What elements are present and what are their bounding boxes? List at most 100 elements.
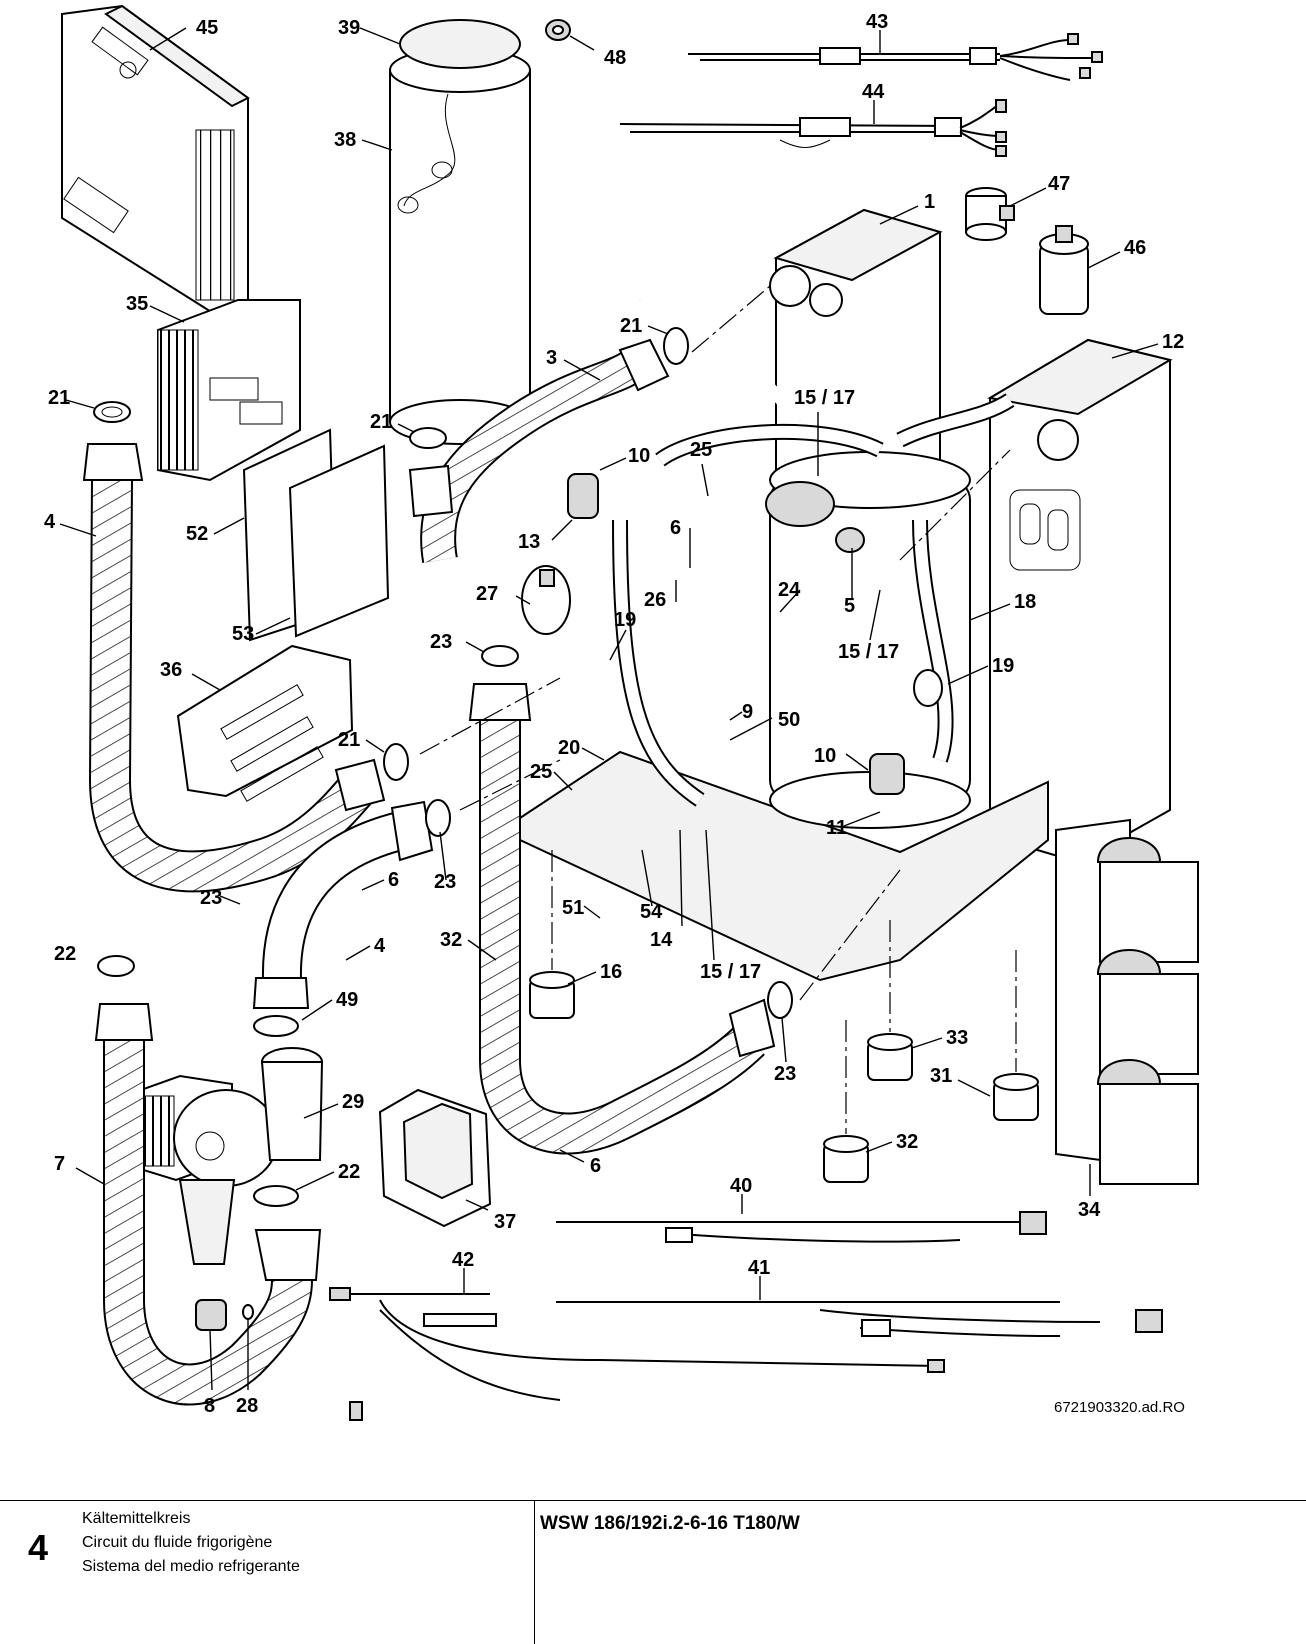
sensor-cable-44: [619, 99, 1007, 157]
callout-6-center: 6: [670, 517, 681, 539]
callout-21-low: 21: [338, 729, 360, 751]
callout-25-low: 25: [530, 761, 552, 783]
callout-4-center: 32: [440, 929, 462, 951]
rubber-feet: [529, 971, 1039, 1183]
title-italian: Sistema del medio refrigerante: [82, 1558, 300, 1575]
callout-4-left: 4: [44, 511, 56, 533]
callout-39: 39: [338, 17, 360, 39]
callout-15-17-low: 14: [650, 929, 673, 951]
callout-22-low: 22: [338, 1161, 360, 1183]
callout-33: 33: [946, 1027, 968, 1049]
wiring-harness-41: [556, 1301, 1163, 1337]
circuit-board-insulation: [242, 428, 390, 642]
callout-28: 28: [236, 1395, 258, 1417]
callout-22-top: 49: [336, 989, 358, 1011]
return-pipe: [252, 800, 434, 1009]
callout-37: 37: [494, 1211, 516, 1233]
callout-29: 29: [342, 1091, 364, 1113]
flexible-hose-4-left: [82, 443, 386, 893]
page-number: 4: [28, 1527, 49, 1568]
o-ring-28: [242, 1304, 254, 1320]
leader-lines: [59, 27, 1159, 1391]
callout-6-low: 6: [590, 1155, 601, 1177]
exploded-parts-diagram: 45 39 48 43 44 47 1 46 35 38 21 3 12 21 …: [44, 4, 1199, 1421]
callout-labels: 45 39 48 43 44 47 1 46 35 38 21 3 12 21 …: [44, 11, 1185, 1417]
callout-11: 11: [826, 817, 847, 839]
callout-42: 42: [452, 1249, 474, 1271]
callout-13: 13: [518, 531, 540, 553]
compressor-assembly: [519, 294, 1049, 982]
wiring-harness-42: [329, 1287, 945, 1421]
model-title: WSW 186/192i.2-6-16 T180/W: [540, 1513, 800, 1534]
callout-53: 53: [232, 623, 254, 645]
callout-19-right: 19: [992, 655, 1014, 677]
title-german: Kältemittelkreis: [82, 1510, 191, 1527]
buffer-cylinder: [389, 19, 531, 445]
pump-holder: [378, 1088, 492, 1228]
callout-10-low: 10: [814, 745, 836, 767]
callout-12: 12: [1162, 331, 1184, 353]
circulation-pump: [123, 1047, 324, 1265]
o-rings: [93, 327, 793, 1207]
callout-21-mid: 21: [370, 411, 392, 433]
callout-49: 4: [374, 935, 386, 957]
callout-23-right: 23: [774, 1063, 796, 1085]
callout-48: 48: [604, 47, 626, 69]
callout-44: 44: [862, 81, 885, 103]
callout-19-left: 19: [614, 609, 636, 631]
callout-27: 27: [476, 583, 498, 605]
callout-35: 35: [126, 293, 148, 315]
terminal-strip: [176, 644, 354, 802]
callout-43: 43: [866, 11, 888, 33]
callout-20: 20: [558, 737, 580, 759]
callout-15-17-right: 15 / 17: [838, 641, 899, 663]
callout-5: 5: [844, 595, 855, 617]
callout-23-mid: 23: [434, 871, 456, 893]
callout-26: 26: [644, 589, 666, 611]
footer-divider: [534, 1501, 535, 1644]
callout-47: 47: [1048, 173, 1070, 195]
callout-7: 7: [54, 1153, 65, 1175]
callout-14: 54: [640, 901, 663, 923]
flexible-hose-7: [94, 1003, 322, 1406]
callout-3: 3: [546, 347, 557, 369]
callout-16: 15 / 17: [700, 961, 761, 983]
callout-31: 31: [930, 1065, 952, 1087]
figure-code: 6721903320.ad.RO: [1054, 1399, 1185, 1416]
assembly-lines: [419, 285, 1017, 1134]
callout-32-left: 16: [600, 961, 622, 983]
callout-9: 9: [742, 701, 753, 723]
callout-46: 46: [1124, 237, 1146, 259]
callout-38: 38: [334, 129, 356, 151]
flexible-hose-4-center: [468, 683, 776, 1155]
transformer-stack: [1055, 818, 1199, 1185]
grommet: [545, 19, 571, 41]
callout-32-low: 32: [896, 1131, 918, 1153]
solenoid-coil: [965, 187, 1015, 241]
callout-36: 36: [160, 659, 182, 681]
callout-45: 45: [196, 17, 218, 39]
callout-21-top: 21: [620, 315, 642, 337]
callout-6-left: 23: [200, 887, 222, 909]
controller-housing: [61, 4, 250, 322]
callout-1: 1: [924, 191, 935, 213]
section-titles: Kältemittelkreis Circuit du fluide frigo…: [82, 1507, 300, 1579]
wiring-harness-40: [556, 1211, 1047, 1243]
callout-24: 24: [778, 579, 801, 601]
callout-54: 51: [562, 897, 584, 919]
callout-10-top: 10: [628, 445, 650, 467]
callout-23-left: 22: [54, 943, 76, 965]
filter-drier: [1039, 225, 1089, 315]
callout-18: 18: [1014, 591, 1036, 613]
callout-41: 41: [748, 1257, 770, 1279]
callout-15-17-top: 15 / 17: [794, 387, 855, 409]
callout-8: 8: [204, 1395, 215, 1417]
callout-50: 50: [778, 709, 800, 731]
callout-25-top: 25: [690, 439, 712, 461]
callout-40: 40: [730, 1175, 752, 1197]
callout-52: 52: [186, 523, 208, 545]
callout-51: 6: [388, 869, 399, 891]
callout-23-top: 23: [430, 631, 452, 653]
flexible-hose-3: [408, 338, 670, 563]
callout-21-left: 21: [48, 387, 70, 409]
